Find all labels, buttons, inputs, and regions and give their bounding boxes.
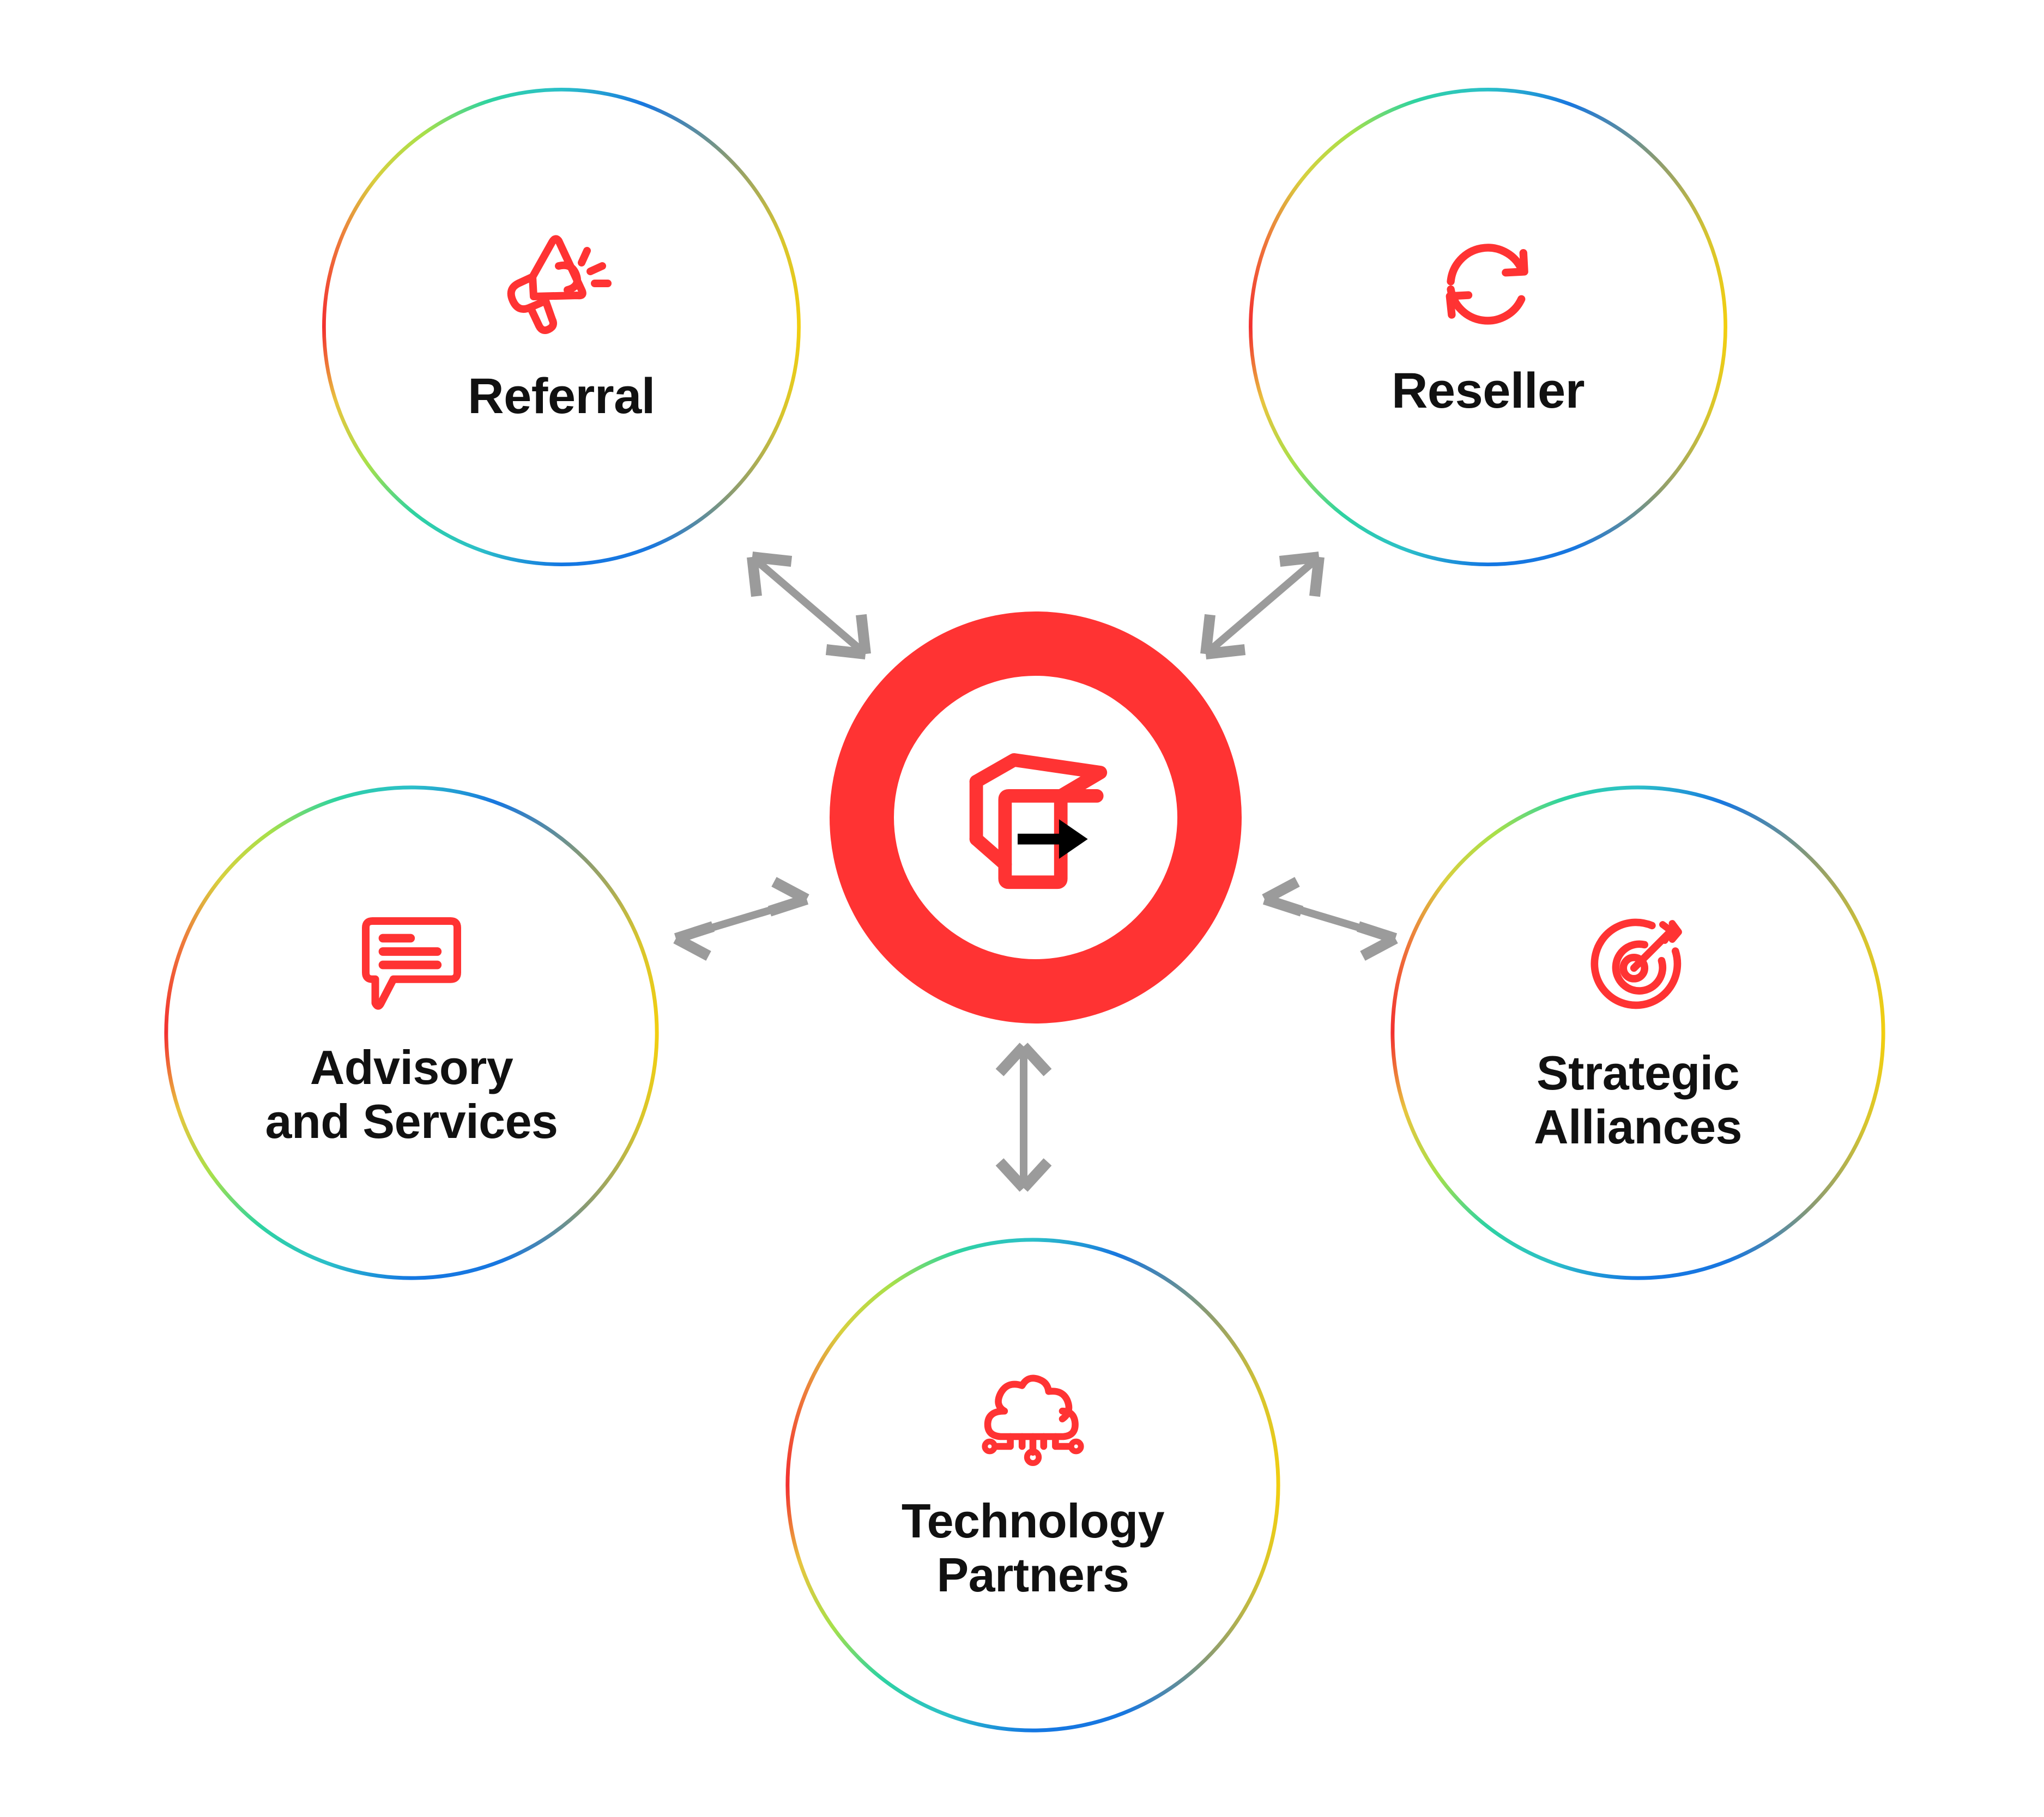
gradient-ring — [785, 1238, 1280, 1733]
target-dart-icon — [1591, 918, 1682, 1009]
center-hub-inner — [894, 676, 1177, 959]
connector-hub-to-technology — [995, 1043, 1052, 1192]
connector-hub-to-strategic — [1262, 877, 1398, 961]
node-referral[interactable]: Referral — [316, 82, 807, 572]
center-hub[interactable] — [830, 611, 1242, 1023]
node-technology-partners[interactable]: Technology Partners — [779, 1232, 1286, 1739]
node-label-advisory-and-services: Advisory and Services — [265, 1040, 559, 1148]
node-advisory-and-services[interactable]: Advisory and Services — [158, 779, 665, 1286]
megaphone-icon — [507, 235, 612, 335]
cloud-network-icon — [982, 1375, 1084, 1467]
refresh-cycle-icon — [1446, 244, 1528, 325]
node-label-referral: Referral — [468, 368, 655, 425]
connector-hub-to-advisory — [673, 877, 809, 961]
connector-hub-to-reseller — [1200, 552, 1325, 659]
node-label-technology-partners: Technology Partners — [901, 1494, 1165, 1602]
cube-arrow-icon — [969, 753, 1108, 889]
node-label-reseller: Reseller — [1391, 363, 1585, 419]
speech-bubble-icon — [362, 917, 461, 1010]
node-strategic-alliances[interactable]: Strategic Alliances — [1384, 779, 1891, 1286]
connector-hub-to-referral — [747, 552, 871, 659]
node-label-strategic-alliances: Strategic Alliances — [1534, 1045, 1742, 1154]
node-reseller[interactable]: Reseller — [1243, 82, 1733, 572]
gradient-ring — [1390, 785, 1885, 1280]
gradient-ring — [164, 785, 659, 1280]
